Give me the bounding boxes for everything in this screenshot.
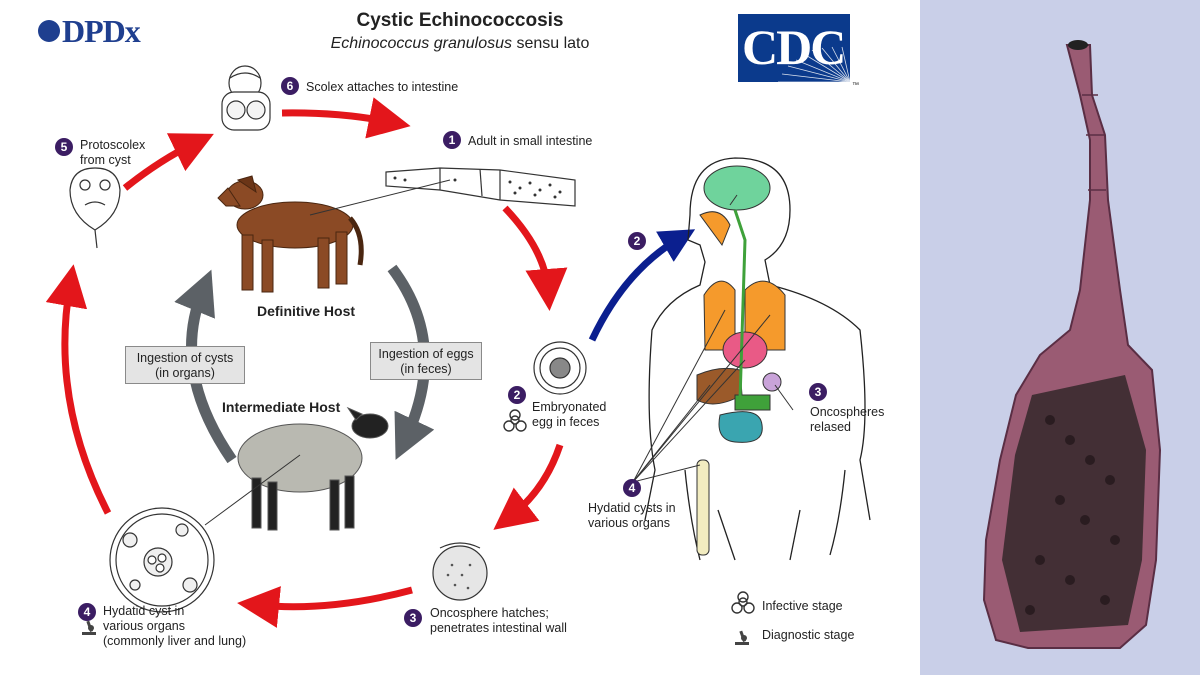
trademark-mark: ™ — [852, 82, 859, 89]
arrow-2-to-3 — [493, 443, 564, 530]
sheep-drawing — [237, 406, 389, 531]
stage-4-label: Hydatid cyst in various organs (commonly… — [103, 604, 247, 648]
arrow-4-to-5 — [45, 264, 112, 515]
cycle-graphics — [45, 65, 871, 645]
human-body-drawing — [644, 157, 871, 561]
diagram-title: Cystic Echinococcosis — [356, 10, 564, 31]
legend-diagnostic-label: Diagnostic stage — [762, 628, 855, 642]
stage-5-badge: 5 — [55, 138, 73, 156]
arrow-6-to-1 — [281, 97, 411, 139]
adult-worm-drawing — [385, 167, 576, 207]
title-block: Cystic Echinococcosis Echinococcus granu… — [280, 10, 640, 53]
human-organs — [696, 165, 786, 556]
diagram-subtitle: Echinococcus granulosus sensu lato — [330, 35, 590, 52]
stage-4-human-badge: 4 — [623, 479, 641, 497]
stage-3-label: Oncosphere hatches;penetrates intestinal… — [430, 606, 567, 635]
adult-worm-micrograph — [920, 0, 1200, 675]
arrow-3-to-4 — [237, 586, 413, 628]
intermediate-host-label: Intermediate Host — [222, 399, 341, 415]
microscope-icon — [82, 620, 96, 635]
dog-drawing — [217, 175, 364, 293]
ingestion-cysts-box: Ingestion of cysts(in organs) — [125, 346, 245, 384]
egg-drawing — [533, 341, 587, 395]
oncosphere-drawing — [432, 542, 488, 601]
stage-1-label: Adult in small intestine — [468, 134, 593, 148]
sheep-pointer-line — [204, 454, 301, 526]
arrow-5-to-6 — [122, 133, 214, 191]
protoscolex-drawing — [69, 167, 121, 249]
globe-icon — [38, 20, 60, 42]
legend-infective-label: Infective stage — [762, 599, 843, 613]
definitive-host-label: Definitive Host — [257, 303, 356, 319]
ingestion-eggs-box: Ingestion of eggs(in feces) — [370, 342, 482, 380]
stage-2-badge: 2 — [508, 386, 526, 404]
dpdx-logo: DPDx — [38, 13, 141, 49]
arrow-1-to-2 — [502, 205, 568, 311]
cdc-rays-graphic — [778, 46, 850, 82]
stage-2-human-badge: 2 — [628, 232, 646, 250]
stage-3-human-badge: 3 — [809, 383, 827, 401]
arrow-egg-to-human — [588, 229, 696, 342]
biohazard-icon — [503, 409, 527, 432]
dog-pointer-line — [309, 179, 451, 216]
worm-micrograph-graphic — [982, 40, 1162, 649]
cdc-logo: CDC — [738, 14, 850, 82]
stage-6-badge: 6 — [281, 77, 299, 95]
stage-3-badge: 3 — [404, 609, 422, 627]
hydatid-cyst-drawing — [109, 507, 215, 613]
stage-6-label: Scolex attaches to intestine — [306, 80, 459, 94]
stage-1-badge: 1 — [443, 131, 461, 149]
human-pointer-lines — [632, 194, 794, 483]
stage-4-badge: 4 — [78, 603, 96, 621]
legend-biohazard-icon — [731, 591, 755, 614]
legend-microscope-icon — [735, 630, 749, 645]
scolex-drawing — [221, 65, 271, 131]
